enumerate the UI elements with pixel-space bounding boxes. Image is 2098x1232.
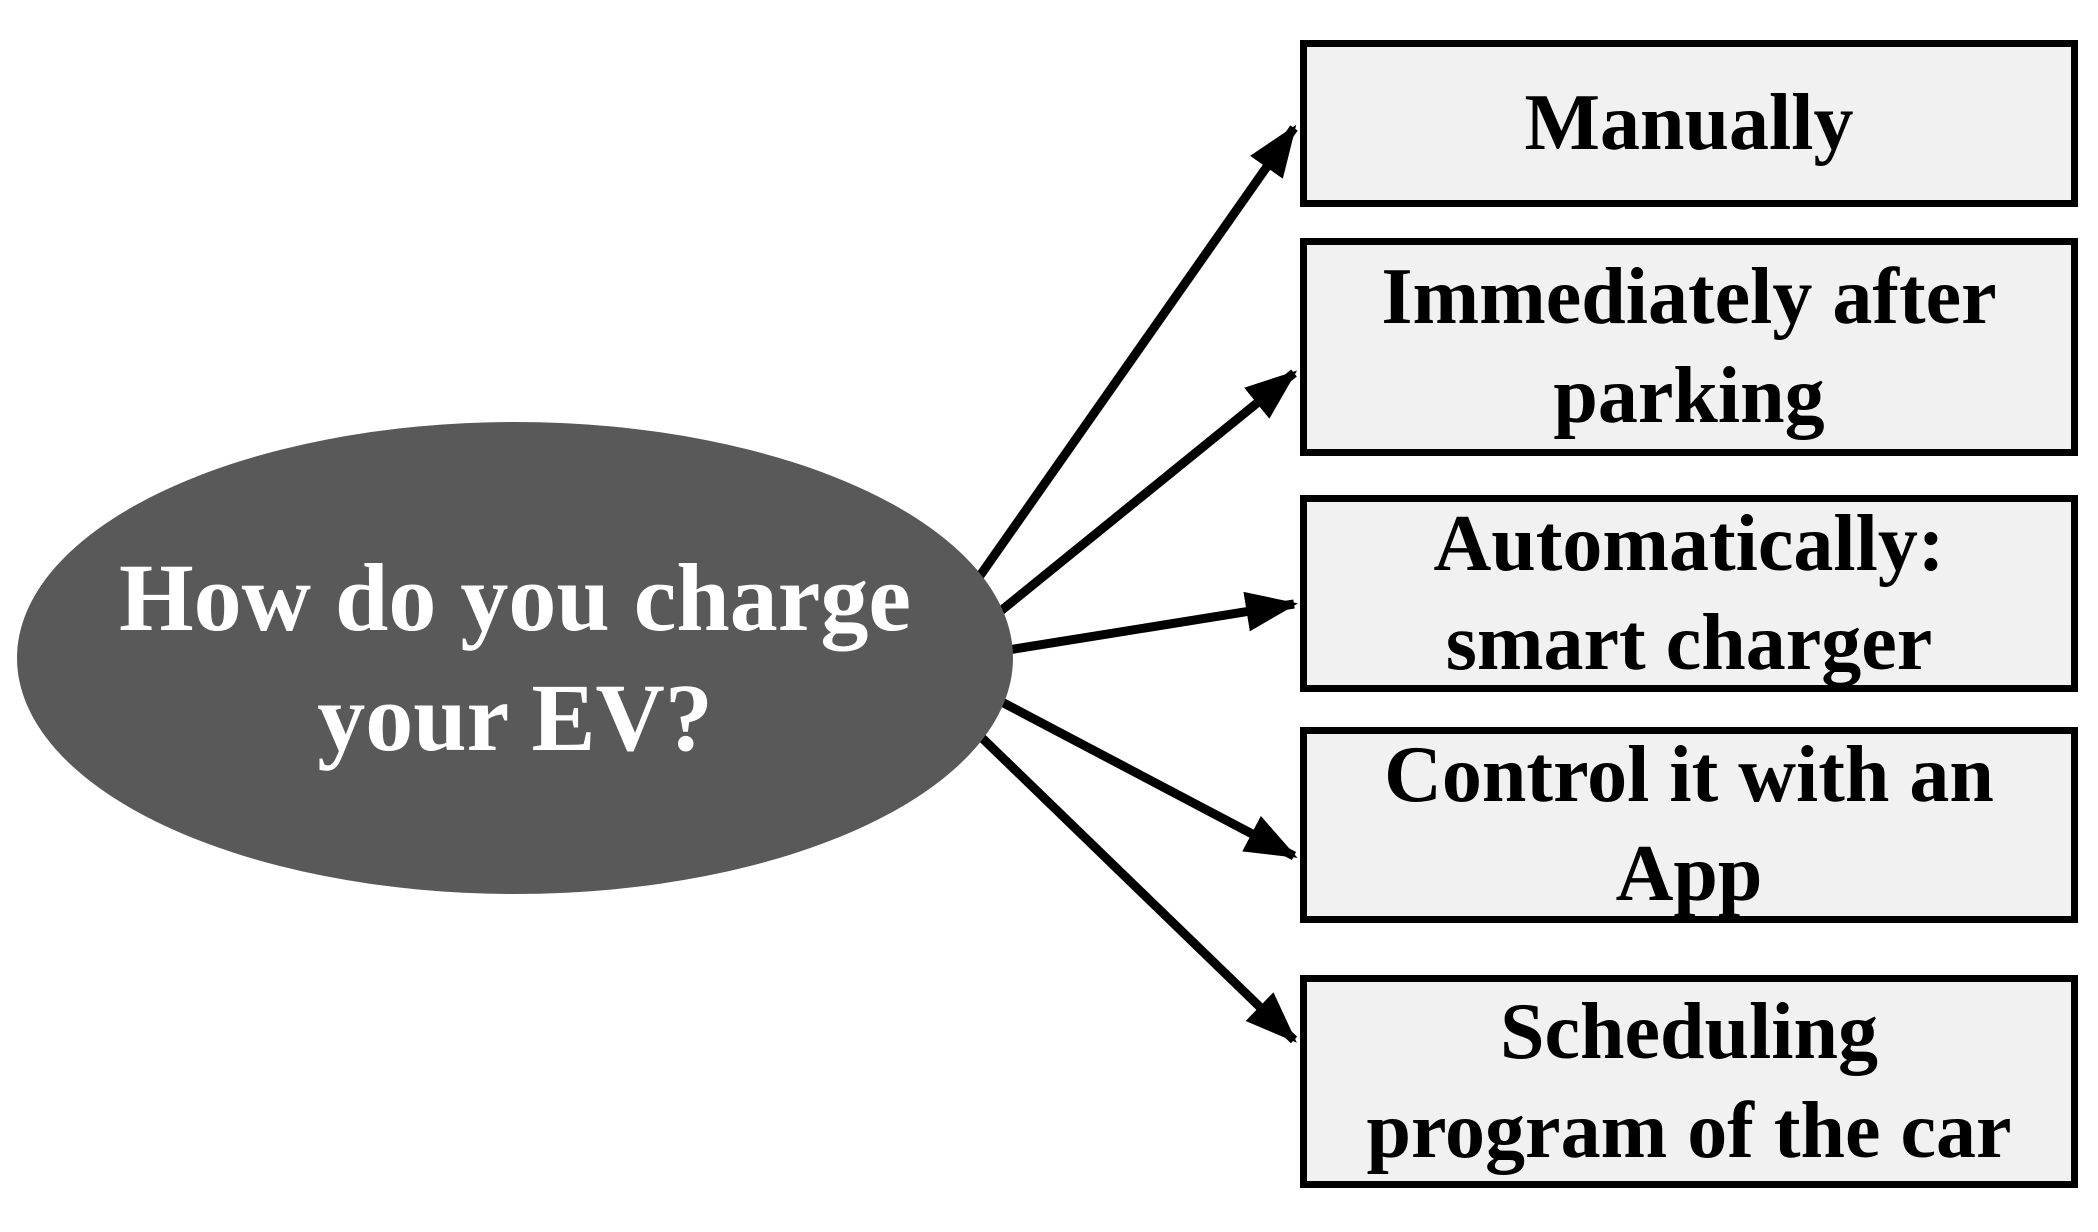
- option-label-line: program of the car: [1366, 1086, 2012, 1175]
- option-box-automatically-smart-charger: Automatically: smart charger: [1300, 495, 2078, 692]
- option-label-line: Automatically:: [1433, 499, 1945, 588]
- arrow-connector-app: [995, 696, 1298, 860]
- option-label-line: Scheduling: [1500, 987, 1878, 1076]
- option-label-line: App: [1615, 830, 1763, 918]
- arrow-connector-immediately: [994, 369, 1298, 618]
- root-label-line-1: How do you charge: [119, 544, 911, 651]
- option-box-scheduling-program: Scheduling program of the car: [1300, 975, 2078, 1188]
- option-label-line: parking: [1553, 352, 1825, 440]
- arrow-connector-scheduling: [974, 730, 1298, 1044]
- arrow-connector-manually: [973, 124, 1298, 583]
- root-node-ellipse: How do you charge your EV?: [17, 422, 1013, 894]
- option-label-line: Immediately after: [1381, 253, 1997, 341]
- root-label-line-2: your EV?: [317, 664, 713, 771]
- option-label-line: Control it with an: [1384, 731, 1994, 819]
- option-box-manually: Manually: [1300, 40, 2078, 207]
- option-label-line: Manually: [1524, 79, 1854, 167]
- option-box-immediately-after-parking: Immediately after parking: [1300, 238, 2078, 456]
- arrow-connector-automatically: [1007, 591, 1298, 655]
- option-label-line: smart charger: [1445, 598, 1933, 687]
- option-box-control-with-app: Control it with an App: [1300, 727, 2078, 923]
